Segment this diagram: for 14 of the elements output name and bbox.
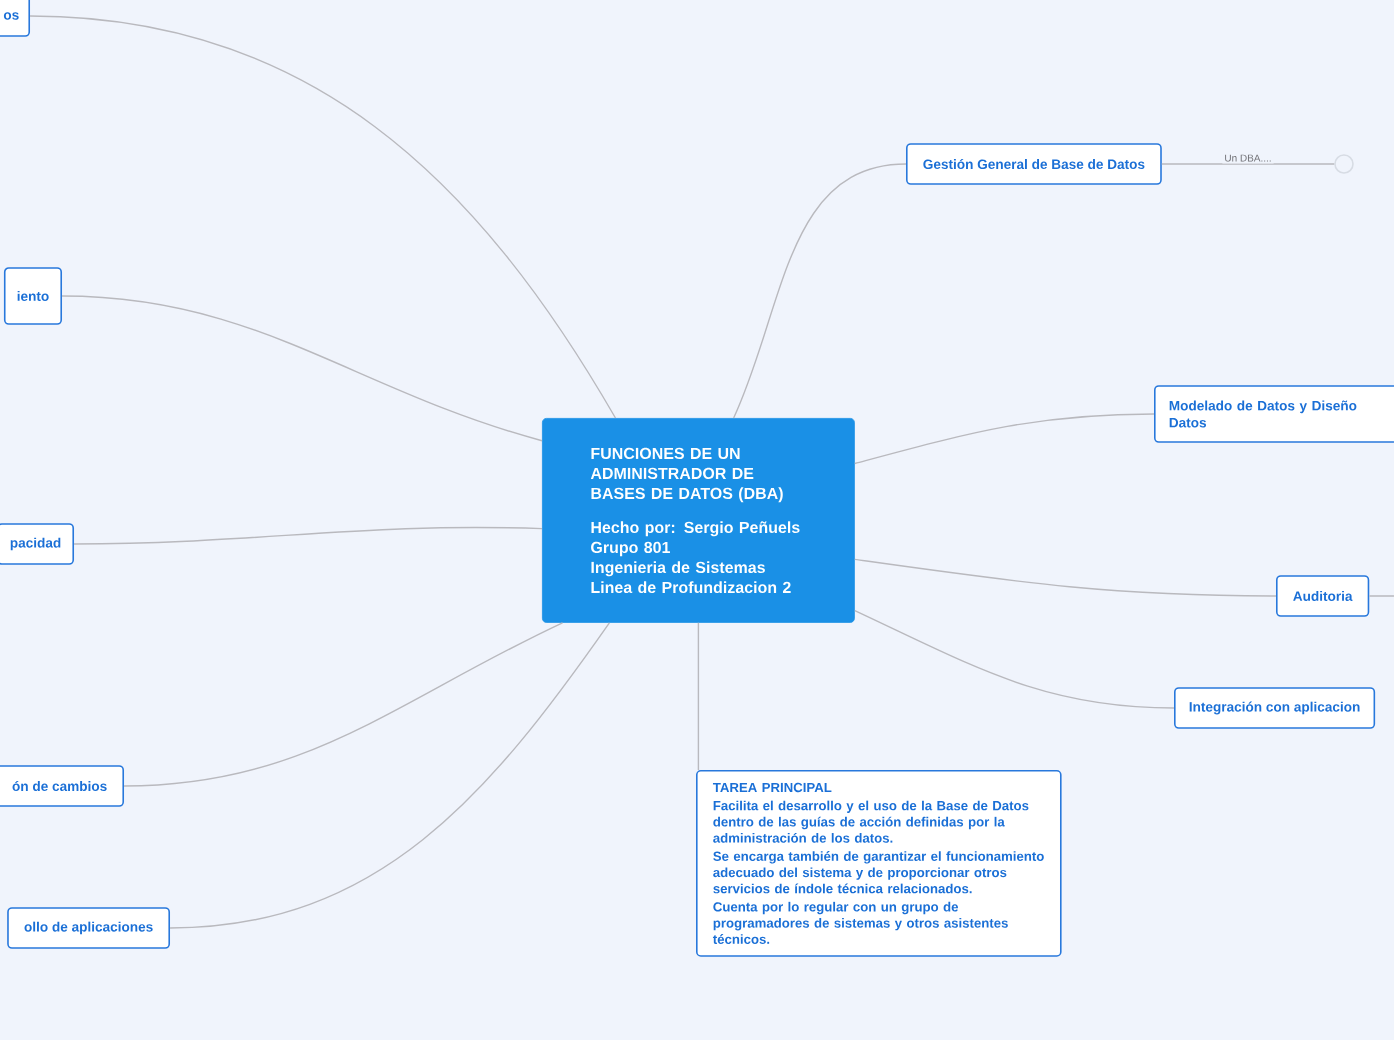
- connector: [854, 413, 1155, 465]
- connector: [169, 622, 611, 929]
- connector: [732, 163, 907, 419]
- connector: [1368, 595, 1394, 597]
- connector: [854, 558, 1277, 597]
- connector: [854, 610, 1175, 709]
- connector: [61, 295, 543, 442]
- central-topic-box: FUNCIONES DE UN ADMINISTRADOR DE BASES DE DATOS (DBA) Hecho por: Sergio Peñuels Grupo 801 Ingenieria de Sistemas Linea de Profundizacion 2: [542, 418, 855, 623]
- collapsed-circle: [1334, 154, 1354, 174]
- connector: [29, 15, 617, 419]
- connector: [73, 526, 543, 545]
- connector: [123, 622, 564, 787]
- connector: [1161, 163, 1335, 165]
- connector: [697, 622, 700, 771]
